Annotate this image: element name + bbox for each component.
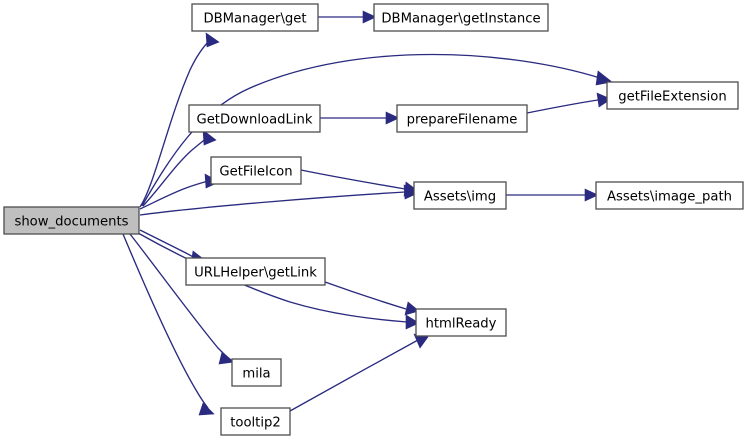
arrowhead-icon	[362, 10, 377, 24]
edge-line	[139, 39, 211, 208]
graph-node-mila[interactable]: mila	[231, 358, 282, 387]
node-label: mila	[242, 367, 270, 382]
edge-line	[139, 180, 209, 210]
graph-node-dbmanager_get[interactable]: DBManager\get	[191, 3, 319, 32]
node-label: DBManager\getInstance	[381, 12, 540, 27]
graph-node-tooltip2[interactable]: tooltip2	[220, 407, 291, 436]
node-label: htmlReady	[426, 317, 497, 332]
node-layer: show_documents DBManager\get DBManager\get…	[3, 3, 744, 436]
node-box[interactable]	[373, 3, 549, 32]
call-edge: urlhelper_getlink → htmlready	[324, 281, 420, 316]
arrowhead-icon	[205, 32, 220, 48]
edge-line	[142, 136, 209, 207]
call-edge: tooltip2 → htmlready	[289, 333, 429, 412]
graph-node-getfileextension[interactable]: getFileExtension	[606, 81, 739, 110]
edge-layer: show_documents → dbmanager_getshow_docum…	[122, 10, 613, 416]
graph-node-preparefilename[interactable]: prepareFilename	[396, 104, 528, 133]
edge-line	[139, 229, 196, 259]
node-label: GetFileIcon	[219, 165, 292, 180]
graph-node-assets_image_path[interactable]: Assets\image_path	[595, 181, 744, 210]
graph-node-dbmanager_getinstance[interactable]: DBManager\getInstance	[373, 3, 549, 32]
node-label: Assets\image_path	[607, 190, 732, 205]
node-box[interactable]	[3, 206, 140, 235]
node-label: Assets\img	[424, 190, 496, 205]
call-edge: show_documents → htmlready	[137, 232, 420, 330]
graph-node-getdownloadlink[interactable]: GetDownloadLink	[188, 104, 321, 133]
call-edge: show_documents → getdownloadlink	[142, 129, 217, 207]
edge-line	[141, 53, 601, 207]
call-edge: assets_img → assets_image_path	[506, 188, 599, 202]
call-edge: show_documents → mila	[129, 233, 235, 365]
node-box[interactable]	[188, 104, 321, 133]
node-label: tooltip2	[230, 416, 281, 431]
edge-line	[139, 191, 406, 216]
node-label: GetDownloadLink	[196, 113, 312, 128]
arrowhead-icon	[584, 188, 599, 202]
node-label: URLHelper\getLink	[194, 266, 317, 281]
node-box[interactable]	[220, 407, 291, 436]
graph-node-getfileicon[interactable]: GetFileIcon	[210, 156, 302, 185]
arrowhead-icon	[596, 92, 612, 108]
graph-node-htmlready[interactable]: htmlReady	[415, 308, 507, 337]
node-label: show_documents	[14, 215, 128, 230]
edge-line	[137, 232, 408, 323]
arrowhead-icon	[405, 314, 420, 330]
edge-line	[324, 281, 407, 310]
call-edge: dbmanager_get → dbmanager_getinstance	[318, 10, 377, 24]
arrowhead-icon	[385, 111, 400, 125]
graph-node-assets_img[interactable]: Assets\img	[413, 181, 507, 210]
call-edge: getdownloadlink → preparefilename	[320, 111, 400, 125]
call-edge: getfileicon → assets_img	[300, 169, 419, 197]
edge-line	[300, 169, 406, 190]
graph-node-show_documents[interactable]: show_documents	[3, 206, 140, 235]
arrowhead-icon	[198, 402, 215, 416]
arrowhead-icon	[202, 129, 217, 146]
call-edge: show_documents → dbmanager_get	[139, 32, 220, 208]
call-edge: show_documents → tooltip2	[122, 233, 215, 416]
node-box[interactable]	[595, 181, 744, 210]
node-box[interactable]	[415, 308, 507, 337]
edge-line	[129, 233, 229, 359]
edge-line	[526, 99, 599, 114]
node-box[interactable]	[185, 257, 326, 286]
node-box[interactable]	[396, 104, 528, 133]
edge-line	[289, 339, 419, 412]
node-label: DBManager\get	[203, 12, 306, 27]
node-box[interactable]	[231, 358, 282, 387]
edge-line	[122, 233, 209, 409]
node-box[interactable]	[606, 81, 739, 110]
arrowhead-icon	[403, 181, 419, 197]
node-label: getFileExtension	[618, 90, 726, 105]
node-label: prepareFilename	[407, 113, 518, 128]
node-box[interactable]	[210, 156, 302, 185]
arrowhead-icon	[218, 351, 235, 365]
graph-node-urlhelper_getlink[interactable]: URLHelper\getLink	[185, 257, 326, 286]
call-edge: preparefilename → getfileextension	[526, 92, 612, 114]
node-box[interactable]	[191, 3, 319, 32]
node-box[interactable]	[413, 181, 507, 210]
